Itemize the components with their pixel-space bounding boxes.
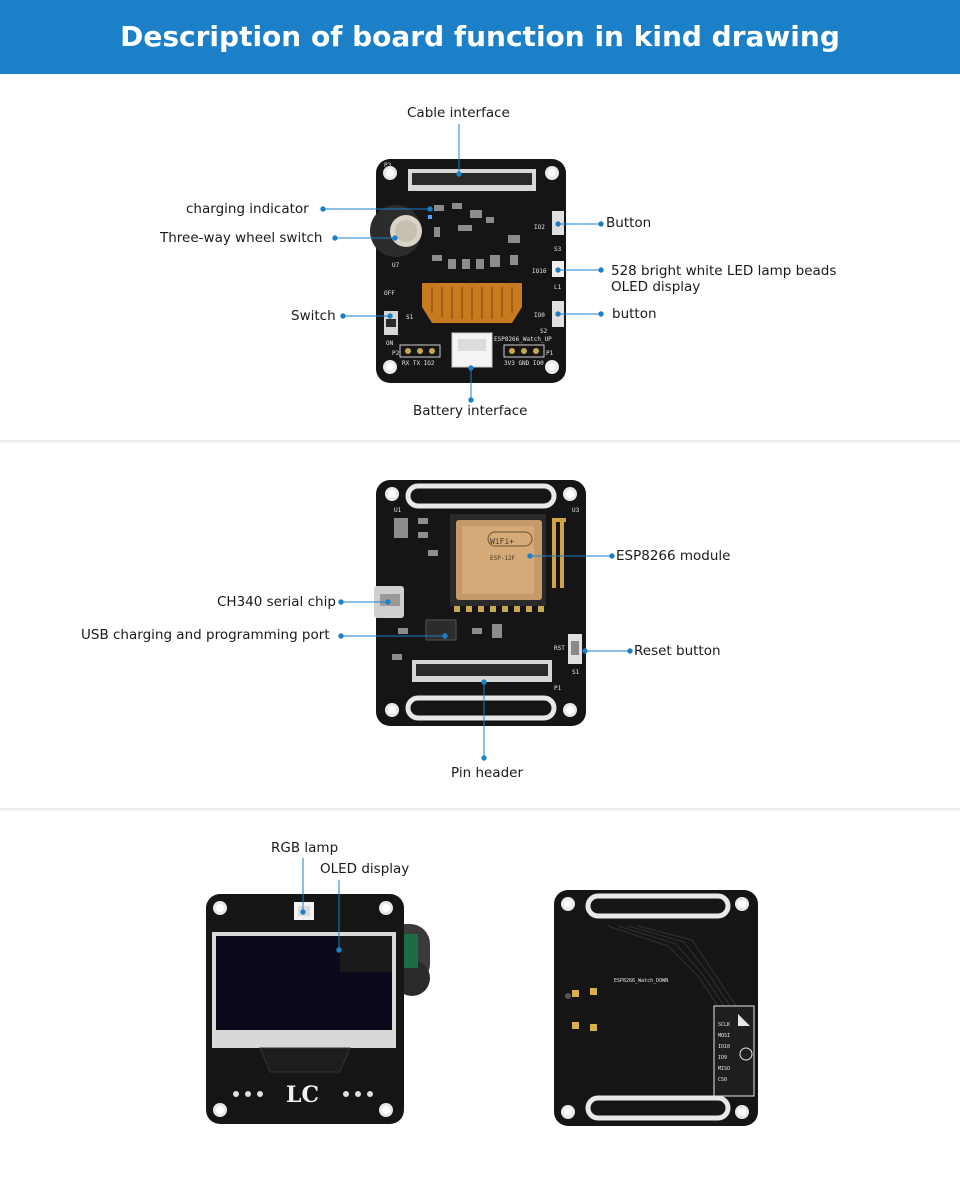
board-top-image: P3 IO2 S3 IO16 L1 IO0 S2 OFF S1 ON P2 RX… [370, 159, 566, 383]
rgb-lamp-label: RGB lamp [271, 840, 339, 856]
section3-callout-lines [300, 858, 342, 953]
pin-header-label: Pin header [451, 765, 524, 781]
assembled-front-image: LC [206, 894, 430, 1124]
silk-s1: S1 [572, 669, 580, 676]
page-title: Description of board function in kind dr… [120, 20, 840, 53]
silk-u1: U1 [394, 507, 402, 514]
button2-label: button [612, 306, 657, 322]
battery-interface-label: Battery interface [413, 403, 528, 419]
silk-rst: RST [554, 645, 565, 652]
silk-s2: S2 [540, 328, 548, 335]
board-bottom-image: WiFi+ ESP-12F RST S1 U3 U1 P1 [374, 480, 586, 726]
silk-s1: S1 [406, 314, 414, 321]
silk-p2: P2 [392, 350, 400, 357]
esp-module-label: ESP8266 module [616, 548, 731, 564]
divider-1 [0, 440, 960, 443]
wheel-switch-label: Three-way wheel switch [160, 230, 323, 246]
silk-pin-1: MOSI [718, 1033, 730, 1039]
silk-pin-0: SCLK [718, 1022, 730, 1028]
button-label: Button [606, 215, 652, 231]
assembled-back-image: ESP8266_Watch_DOWN SCLK MOSI IO10 IO9 MI… [554, 890, 758, 1126]
silk-rx-tx: RX TX IO2 [402, 360, 435, 367]
section1-callout-lines [320, 124, 604, 403]
switch-label: Switch [291, 308, 336, 324]
silk-u3: U3 [572, 507, 580, 514]
title-banner: Description of board function in kind dr… [0, 0, 960, 74]
board-logo: LC [286, 1082, 319, 1108]
silk-esp12f: ESP-12F [490, 555, 516, 562]
cable-interface-label: Cable interface [407, 105, 510, 121]
silk-pin-4: MISO [718, 1066, 730, 1072]
silk-io16: IO16 [532, 268, 547, 275]
silk-s3: S3 [554, 246, 562, 253]
silk-p1: P1 [554, 685, 562, 692]
silk-off: OFF [384, 290, 395, 297]
oled-display-label-1: OLED display [611, 279, 701, 295]
silk-pin-3: IO9 [718, 1055, 727, 1061]
led-beads-label: 528 bright white LED lamp beads [611, 263, 837, 279]
silk-on: ON [386, 340, 394, 347]
divider-2 [0, 808, 960, 811]
silk-pin-2: IO10 [718, 1044, 730, 1050]
silk-l1: L1 [554, 284, 562, 291]
silk-io0: IO0 [534, 312, 545, 319]
silk-board-name: ESP8266_Watch_UP [494, 336, 552, 343]
silk-wifi: WiFi+ [490, 537, 514, 546]
silk-power-pins: 3V3 GND IO0 [504, 360, 544, 367]
silk-pin-5: CS0 [718, 1077, 727, 1083]
silk-p3: P3 [384, 162, 392, 169]
reset-button-label: Reset button [634, 643, 721, 659]
charging-indicator-label: charging indicator [186, 201, 309, 217]
silk-p1: P1 [546, 350, 554, 357]
ch340-label: CH340 serial chip [217, 594, 336, 610]
silk-io2: IO2 [534, 224, 545, 231]
section2-callout-lines [338, 553, 633, 761]
silk-board-down-name: ESP8266_Watch_DOWN [614, 978, 668, 984]
usb-port-label: USB charging and programming port [81, 627, 330, 643]
oled-display-label-2: OLED display [320, 861, 410, 877]
silk-u7: U7 [392, 262, 400, 269]
